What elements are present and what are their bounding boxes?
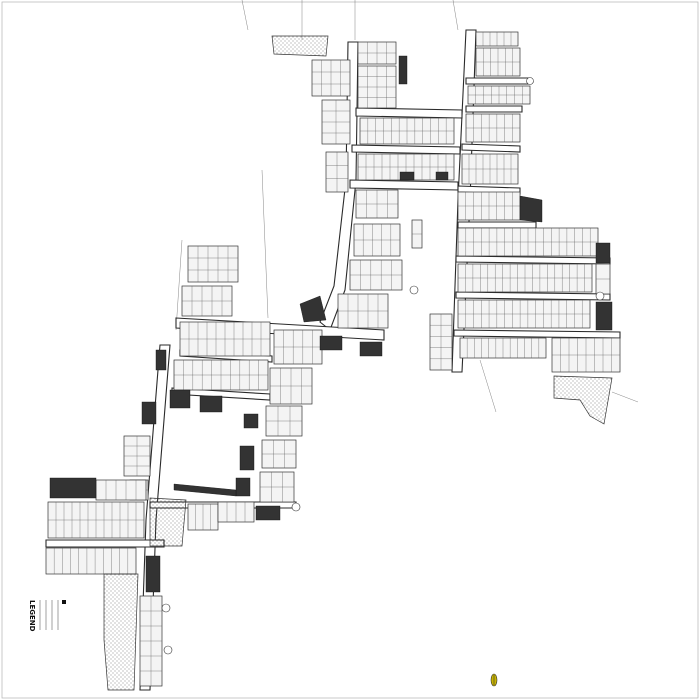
block	[95, 479, 147, 501]
open-spaces	[103, 35, 613, 691]
block-layer	[45, 31, 621, 687]
reserved-parcels	[49, 55, 613, 593]
reference-lines	[175, 0, 639, 413]
legend: LEGEND	[28, 600, 66, 632]
legend-title: LEGEND	[28, 600, 36, 632]
cul-de-sacs	[161, 77, 605, 655]
block	[187, 245, 239, 283]
block	[45, 547, 137, 575]
legend-entries	[39, 600, 66, 630]
north-arrow-icon	[490, 673, 498, 687]
